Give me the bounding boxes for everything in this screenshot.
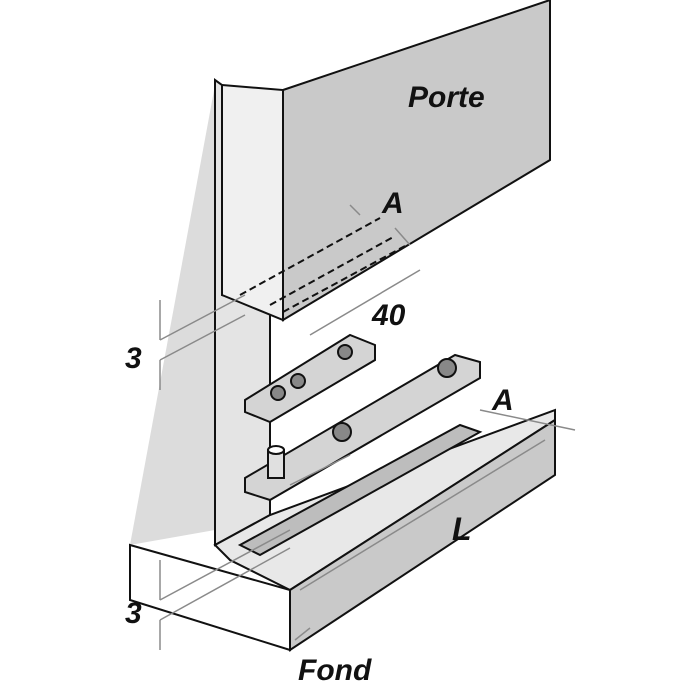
label-rail-length: L <box>452 511 472 547</box>
label-door-depth: 40 <box>371 299 406 332</box>
door-groove-dashed-2 <box>269 235 396 306</box>
label-bottom-gap: 3 <box>125 597 142 630</box>
screw-hole-icon <box>437 358 457 378</box>
rail-groove <box>237 423 483 557</box>
label-fond: Fond <box>298 654 372 687</box>
pivot-plate <box>244 353 481 502</box>
label-door-gap: 3 <box>125 342 142 375</box>
screw-hole-icon <box>290 373 306 389</box>
dimension-lines <box>159 204 576 650</box>
door-groove-dashed <box>239 217 381 296</box>
screw-hole-icon <box>332 422 352 442</box>
label-door-offset-a: A <box>381 187 404 220</box>
side-panel-shade <box>130 85 215 545</box>
pivot-pin-top <box>267 445 285 455</box>
label-porte: Porte <box>408 81 485 114</box>
base-side <box>129 543 291 652</box>
door-edge <box>221 83 284 322</box>
door-groove-dashed-3 <box>282 245 406 313</box>
screw-hole-icon <box>337 344 353 360</box>
screw-hole-icon <box>270 385 286 401</box>
label-rail-offset-a: A <box>491 384 514 417</box>
